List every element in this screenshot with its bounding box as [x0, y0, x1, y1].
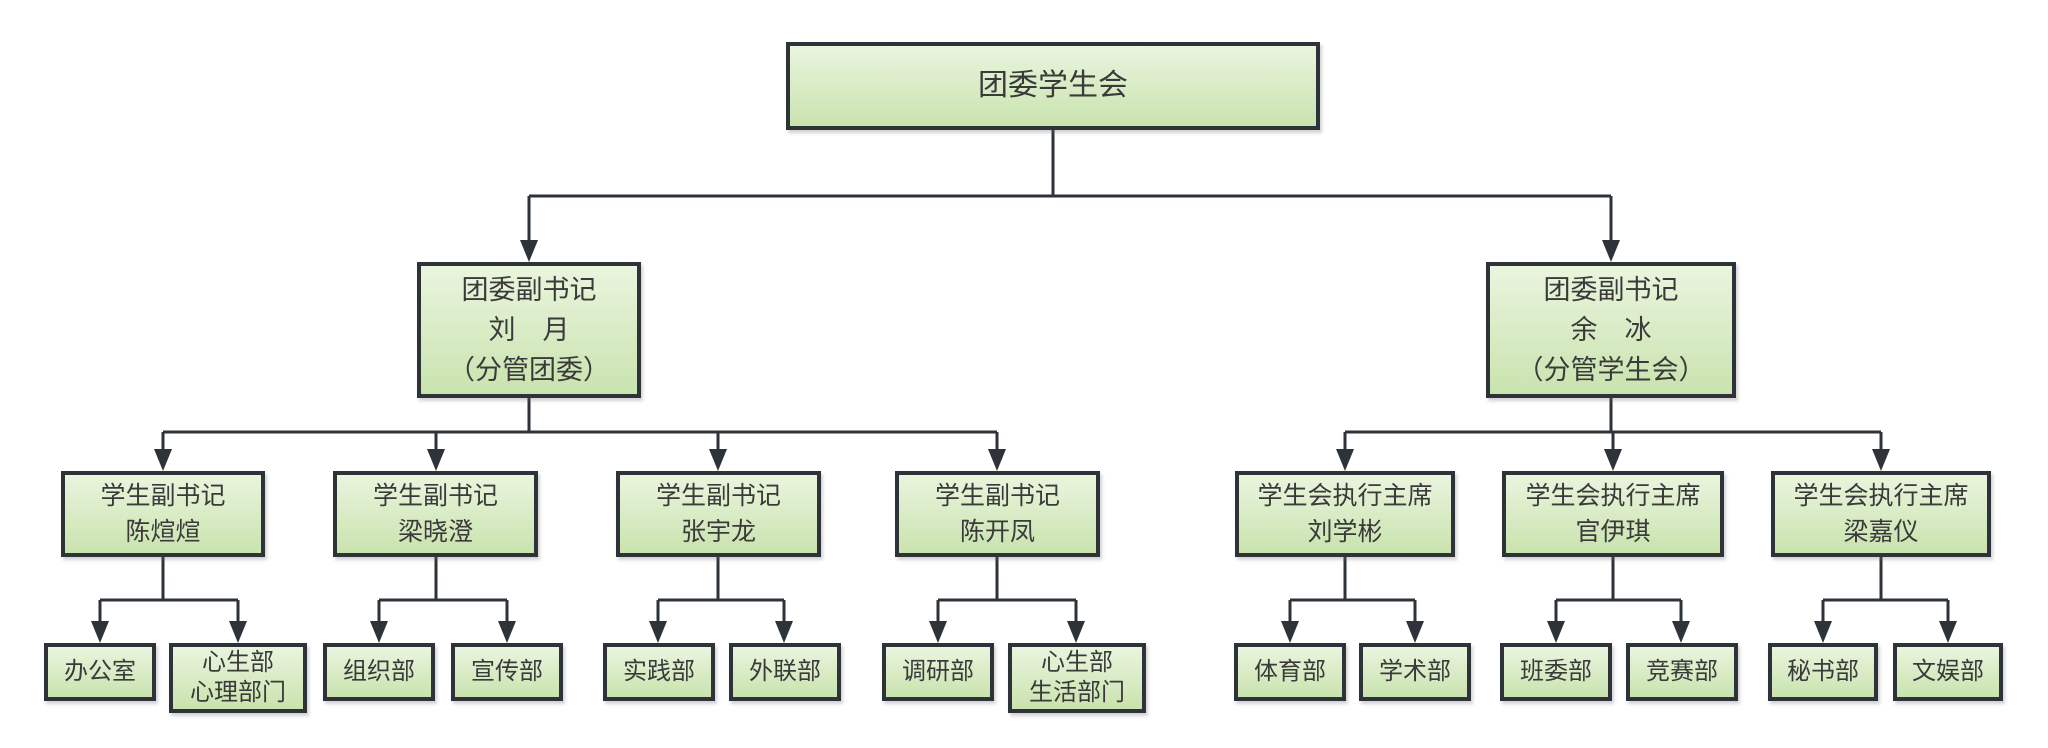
- node-label: 实践部: [623, 658, 695, 685]
- node-deputy-secretary-league: 团委副书记 刘 月 （分管团委）: [417, 262, 641, 398]
- node-label: 调研部: [902, 658, 974, 685]
- node-label: 生活部门: [1029, 679, 1125, 706]
- node-exec-chair-liang-jiayi: 学生会执行主席 梁嘉仪: [1771, 471, 1991, 557]
- node-dept-academic: 学术部: [1359, 643, 1471, 701]
- node-label: 心理部门: [190, 679, 286, 706]
- node-dept-sports: 体育部: [1234, 643, 1346, 701]
- node-label: 组织部: [343, 658, 415, 685]
- node-label: 宣传部: [471, 658, 543, 685]
- node-label: 梁嘉仪: [1843, 518, 1919, 546]
- node-label: 团委副书记: [1543, 275, 1679, 305]
- node-label: 办公室: [64, 658, 136, 685]
- node-label: 学生会执行主席: [1525, 482, 1701, 510]
- node-label: 竞赛部: [1646, 658, 1718, 685]
- node-label: 学生副书记: [372, 482, 498, 510]
- node-label: （分管学生会）: [1516, 355, 1706, 385]
- node-label: 学生会执行主席: [1793, 482, 1969, 510]
- node-label: 刘 月: [488, 315, 570, 345]
- node-label: （分管团委）: [448, 355, 610, 385]
- node-label: 学生副书记: [934, 482, 1060, 510]
- node-dept-office: 办公室: [44, 643, 156, 701]
- node-label: 官伊琪: [1575, 518, 1651, 546]
- node-label: 秘书部: [1787, 658, 1859, 685]
- node-dept-research: 调研部: [882, 643, 994, 701]
- node-label: 学术部: [1379, 658, 1451, 685]
- node-label: 学生会执行主席: [1257, 482, 1433, 510]
- node-student-deputy-zhang-yulong: 学生副书记 张宇龙: [616, 471, 821, 557]
- node-dept-culture: 文娱部: [1893, 643, 2003, 701]
- node-label: 学生副书记: [100, 482, 226, 510]
- node-label: 梁晓澄: [397, 518, 473, 546]
- node-dept-xinsheng-psychology: 心生部 心理部门: [169, 643, 307, 713]
- node-student-deputy-chen-kaifeng: 学生副书记 陈开凤: [895, 471, 1100, 557]
- node-dept-publicity: 宣传部: [451, 643, 563, 701]
- node-label: 团委副书记: [461, 275, 597, 305]
- node-dept-competition: 竞赛部: [1626, 643, 1738, 701]
- node-label: 团委学生会: [978, 69, 1128, 102]
- node-exec-chair-guan-yiqi: 学生会执行主席 官伊琪: [1502, 471, 1724, 557]
- node-exec-chair-liu-xuebin: 学生会执行主席 刘学彬: [1235, 471, 1455, 557]
- node-student-deputy-liang-xiaocheng: 学生副书记 梁晓澄: [333, 471, 538, 557]
- node-label: 班委部: [1520, 658, 1592, 685]
- node-label: 心生部: [1041, 649, 1113, 676]
- node-dept-class-committee: 班委部: [1500, 643, 1612, 701]
- node-dept-practice: 实践部: [603, 643, 715, 701]
- node-label: 学生副书记: [655, 482, 781, 510]
- node-dept-outreach: 外联部: [729, 643, 841, 701]
- node-label: 心生部: [202, 649, 274, 676]
- node-label: 外联部: [749, 658, 821, 685]
- node-dept-secretary: 秘书部: [1768, 643, 1878, 701]
- node-student-deputy-chen-xuanxuan: 学生副书记 陈煊煊: [61, 471, 265, 557]
- node-deputy-secretary-union: 团委副书记 余 冰 （分管学生会）: [1486, 262, 1736, 398]
- node-label: 余 冰: [1570, 315, 1652, 345]
- node-label: 陈煊煊: [125, 518, 201, 546]
- node-label: 陈开凤: [959, 518, 1035, 546]
- node-label: 张宇龙: [680, 518, 756, 546]
- node-label: 文娱部: [1912, 658, 1984, 685]
- node-root-youth-league-student-union: 团委学生会: [786, 42, 1320, 130]
- node-label: 体育部: [1254, 658, 1326, 685]
- node-dept-organization: 组织部: [323, 643, 435, 701]
- node-label: 刘学彬: [1307, 518, 1383, 546]
- node-dept-xinsheng-life: 心生部 生活部门: [1008, 643, 1146, 713]
